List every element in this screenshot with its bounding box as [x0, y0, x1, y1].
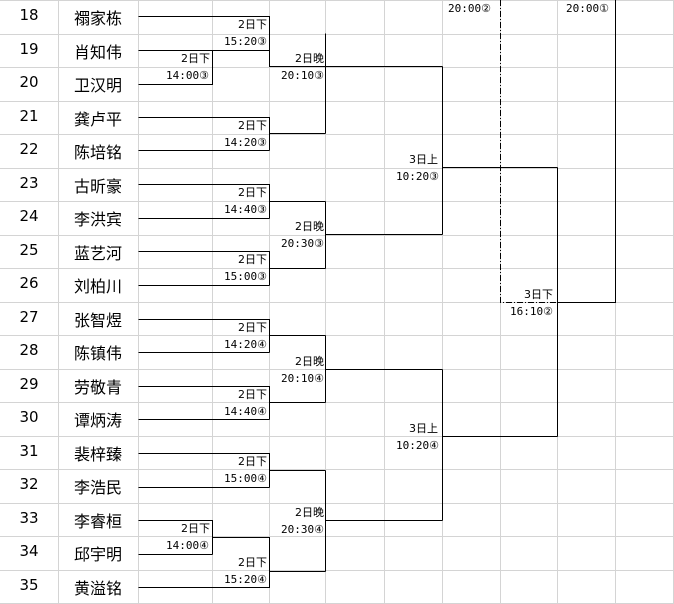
top-label-right: 20:00①	[566, 2, 609, 15]
match-day: 2日下	[238, 388, 267, 401]
row-number: 30	[19, 408, 39, 426]
match-day: 2日晚	[295, 52, 324, 65]
player-name[interactable]: 谭炳涛	[73, 411, 122, 430]
match-time: 20:10④	[281, 372, 324, 385]
row-number: 27	[19, 308, 39, 326]
grid-row-line	[0, 201, 674, 202]
row-number: 19	[19, 40, 39, 58]
player-name[interactable]: 古昕豪	[73, 177, 122, 196]
match-day: 2日晚	[295, 220, 324, 233]
player-name[interactable]: 蓝艺河	[73, 244, 122, 263]
grid-row-line	[0, 536, 674, 537]
row-number: 28	[19, 341, 39, 359]
player-name[interactable]: 龚卢平	[73, 110, 122, 129]
row-number: 23	[19, 174, 39, 192]
row-number: 35	[19, 576, 39, 594]
row-number: 32	[19, 475, 39, 493]
player-name[interactable]: 黄溢铭	[73, 579, 122, 598]
player-name[interactable]: 卫汉明	[73, 76, 122, 95]
match-day: 2日下	[238, 253, 267, 266]
match-day: 2日下	[238, 455, 267, 468]
match-time: 14:00③	[166, 69, 209, 82]
match-day: 2日下	[181, 522, 210, 535]
match-time: 16:10②	[510, 305, 553, 318]
player-name[interactable]: 李睿桓	[73, 512, 122, 531]
match-day: 2日下	[181, 52, 210, 65]
match-day: 2日下	[238, 18, 267, 31]
match-day: 2日下	[238, 186, 267, 199]
player-name[interactable]: 劳敬青	[73, 378, 122, 397]
row-number: 24	[19, 207, 39, 225]
row-number: 25	[19, 241, 39, 259]
match-day: 3日上	[409, 422, 438, 435]
grid-row-line	[0, 503, 674, 504]
match-time: 10:20④	[396, 439, 439, 452]
row-number: 33	[19, 509, 39, 527]
player-name[interactable]: 李洪宾	[73, 210, 122, 229]
match-day: 2日晚	[295, 355, 324, 368]
row-number: 20	[19, 73, 39, 91]
grid-row-line	[0, 268, 674, 269]
player-name[interactable]: 肖知伟	[73, 43, 122, 62]
grid-row-line	[0, 402, 674, 403]
grid-row-line	[0, 101, 674, 102]
player-name[interactable]: 刘柏川	[73, 277, 122, 296]
match-time: 15:20④	[224, 573, 267, 586]
match-time: 15:00③	[224, 270, 267, 283]
player-name[interactable]: 禤家栋	[73, 9, 122, 28]
match-time: 14:40④	[224, 405, 267, 418]
grid-row-line	[0, 34, 674, 35]
grid-row-line	[0, 67, 674, 68]
player-name[interactable]: 张智煜	[73, 311, 122, 330]
match-time: 20:30④	[281, 523, 324, 536]
row-number: 34	[19, 542, 39, 560]
match-time: 14:40③	[224, 203, 267, 216]
row-number: 29	[19, 375, 39, 393]
row-number: 26	[19, 274, 39, 292]
grid-row-line	[0, 469, 674, 470]
match-day: 3日下	[524, 288, 553, 301]
player-name[interactable]: 李浩民	[73, 478, 122, 497]
match-time: 20:10③	[281, 69, 324, 82]
grid-row-line	[0, 134, 674, 135]
match-time: 15:00④	[224, 472, 267, 485]
grid-row-line	[0, 0, 674, 1]
grid-row-line	[0, 235, 674, 236]
match-time: 10:20③	[396, 170, 439, 183]
match-day: 2日下	[238, 556, 267, 569]
grid-row-line	[0, 335, 674, 336]
match-day: 3日上	[409, 153, 438, 166]
match-day: 2日下	[238, 321, 267, 334]
player-name[interactable]: 陈镇伟	[73, 344, 122, 363]
row-number: 31	[19, 442, 39, 460]
match-time: 20:30③	[281, 237, 324, 250]
grid-row-line	[0, 570, 674, 571]
match-day: 2日晚	[295, 506, 324, 519]
player-name[interactable]: 陈培铭	[73, 143, 122, 162]
row-number: 21	[19, 107, 39, 125]
match-time: 14:00④	[166, 539, 209, 552]
grid-row-line	[0, 302, 674, 303]
match-time: 15:20③	[224, 35, 267, 48]
row-number: 18	[19, 6, 39, 24]
top-label-left: 20:00②	[448, 2, 491, 15]
match-day: 2日下	[238, 119, 267, 132]
grid-row-line	[0, 168, 674, 169]
match-time: 14:20③	[224, 136, 267, 149]
match-time: 14:20④	[224, 338, 267, 351]
grid-row-line	[0, 436, 674, 437]
row-number: 22	[19, 140, 39, 158]
player-name[interactable]: 裴梓臻	[73, 445, 122, 464]
player-name[interactable]: 邱宇明	[73, 545, 122, 564]
